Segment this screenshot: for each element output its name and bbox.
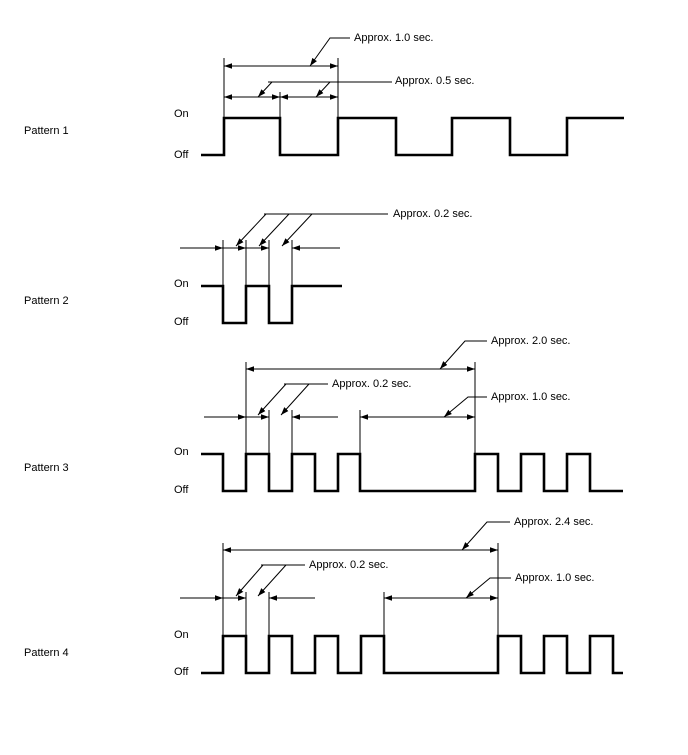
pattern-2-on-label: On (174, 278, 189, 290)
pattern-3-on-label: On (174, 446, 189, 458)
pattern-2-off-label: Off (174, 316, 189, 328)
pattern-4-label: Pattern 4 (24, 647, 69, 659)
pattern-3-annotation-1s: Approx. 1.0 sec. (491, 391, 571, 403)
pattern-4: Pattern 4 On Off Approx. 2.4 sec. Approx… (24, 516, 623, 678)
pattern-1-waveform (201, 116, 624, 157)
pattern-1-label: Pattern 1 (24, 125, 69, 137)
pattern-4-waveform (201, 634, 623, 675)
pattern-2-annotation: Approx. 0.2 sec. (393, 208, 473, 220)
pattern-1-on-label: On (174, 108, 189, 120)
pattern-1-annotation-half: Approx. 0.5 sec. (395, 75, 475, 87)
pattern-2-waveform (201, 284, 342, 325)
pattern-1-off-label: Off (174, 149, 189, 161)
pattern-4-on-label: On (174, 629, 189, 641)
pattern-2-label: Pattern 2 (24, 295, 69, 307)
pattern-3-off-label: Off (174, 484, 189, 496)
pattern-1-annotation-1s: Approx. 1.0 sec. (354, 32, 434, 44)
pattern-3-annotation-2s: Approx. 2.0 sec. (491, 335, 571, 347)
pattern-3-annotation-02: Approx. 0.2 sec. (332, 378, 412, 390)
pattern-2: Pattern 2 On Off Approx. 0.2 sec. (24, 208, 473, 328)
pattern-4-annotation-1s: Approx. 1.0 sec. (515, 572, 595, 584)
pattern-3-waveform (201, 452, 623, 493)
pattern-4-annotation-24s: Approx. 2.4 sec. (514, 516, 594, 528)
pattern-3: Pattern 3 On Off Approx. 2.0 sec. Approx… (24, 335, 623, 496)
pattern-4-off-label: Off (174, 666, 189, 678)
pattern-3-label: Pattern 3 (24, 462, 69, 474)
pattern-4-annotation-02: Approx. 0.2 sec. (309, 559, 389, 571)
pattern-1: Pattern 1 On Off Approx. 1.0 sec. Approx… (24, 32, 624, 161)
